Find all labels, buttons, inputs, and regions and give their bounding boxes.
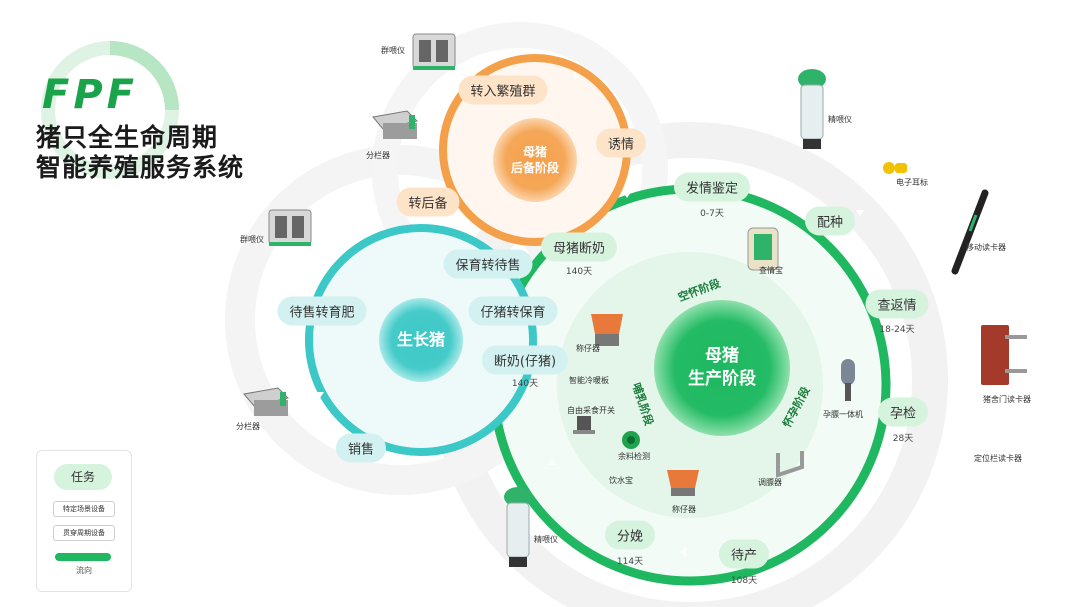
node-mating[interactable]: 配种 (804, 206, 856, 236)
device-label: 精喂仪 (828, 115, 852, 124)
prefarrow-days: 108天 (730, 576, 758, 586)
farrowing-days: 114天 (616, 557, 644, 567)
device-label: 自由采食开关 (567, 406, 615, 415)
device-label: 猪舍门读卡器 (983, 395, 1031, 404)
pen-door-reader-icon (981, 325, 1027, 385)
node-induce-estrus[interactable]: 诱情 (595, 128, 647, 158)
device-label: 分栏器 (366, 151, 390, 160)
group-feeder-icon (268, 209, 312, 246)
precision-feeder-icon (504, 487, 532, 567)
device-label: 饮水宝 (609, 476, 633, 485)
legend-through-device: 贯穿周期设备 (53, 525, 115, 541)
device-label: 称仔器 (672, 505, 696, 514)
page-title-line1: 猪只全生命周期 (36, 123, 219, 152)
estrus-days: 0-7天 (700, 209, 724, 219)
pregnancy-scanner-icon (841, 359, 855, 401)
weaning-piglet-days: 140天 (511, 379, 539, 389)
gilt-stage-center: 母猪 后备阶段 (510, 144, 560, 175)
device-label: 移动读卡器 (966, 243, 1006, 252)
pregnancy-days: 28天 (892, 434, 914, 444)
device-label: 余料检测 (618, 452, 650, 461)
device-label: 调膘器 (758, 478, 782, 487)
precision-feeder-icon (798, 69, 826, 149)
node-sow-weaning[interactable]: 母猪断奶 (540, 232, 618, 262)
node-farrowing[interactable]: 分娩 (604, 520, 656, 550)
node-return-check[interactable]: 查返情 (865, 289, 929, 319)
growing-stage-center: 生长猪 (396, 330, 446, 350)
legend: 任务 特定场景设备 贯穿周期设备 流向 (36, 450, 132, 592)
estrus-detector-icon (747, 227, 779, 271)
node-weaning-piglet[interactable]: 断奶(仔猪) (481, 345, 569, 375)
feed-detector-icon (622, 431, 640, 449)
brand-logo: FPF (42, 72, 138, 118)
legend-title: 任务 (54, 464, 112, 490)
node-piglet-nursery[interactable]: 仔猪转保育 (468, 296, 558, 326)
ear-tag-icon (883, 162, 907, 174)
fat-adjuster-icon (776, 451, 804, 478)
piglet-scale-icon (591, 314, 623, 346)
sow-weaning-days: 140天 (565, 267, 593, 277)
device-label: 精喂仪 (534, 535, 558, 544)
feed-switch-icon (573, 416, 595, 434)
node-estrus-check[interactable]: 发情鉴定 (673, 172, 751, 202)
node-pregnancy-check[interactable]: 孕检 (877, 397, 929, 427)
device-label: 电子耳标 (896, 178, 928, 187)
node-transfer-reserve[interactable]: 转后备 (396, 187, 460, 217)
production-stage-center: 母猪 生产阶段 (688, 346, 756, 389)
divider-icon (243, 387, 289, 416)
return-check-days: 18-24天 (879, 325, 915, 335)
legend-specific-device: 特定场景设备 (53, 501, 115, 517)
group-feeder-icon (412, 33, 456, 70)
device-label: 群喂仪 (381, 46, 405, 55)
device-label: 智能冷暖板 (569, 376, 609, 385)
mobile-reader-icon (951, 189, 989, 275)
device-label: 孕膘一体机 (823, 410, 863, 419)
node-transfer-breeding[interactable]: 转入繁殖群 (458, 75, 548, 105)
legend-flow-label: 流向 (76, 566, 92, 575)
device-label: 群喂仪 (240, 235, 264, 244)
device-label: 查情宝 (759, 266, 783, 275)
legend-flow-arrow (55, 553, 111, 561)
node-sale[interactable]: 销售 (335, 433, 387, 463)
node-nursery-to-sale[interactable]: 保育转待售 (443, 249, 533, 279)
device-label: 分栏器 (236, 422, 260, 431)
node-sale-to-finish[interactable]: 待售转育肥 (277, 296, 367, 326)
device-label: 称仔器 (576, 344, 600, 353)
device-label: 定位栏读卡器 (974, 454, 1022, 463)
node-prefarrow[interactable]: 待产 (718, 539, 770, 569)
piglet-scale-icon (667, 470, 699, 496)
page-title-line2: 智能养殖服务系统 (36, 153, 245, 182)
divider-icon (372, 110, 418, 139)
